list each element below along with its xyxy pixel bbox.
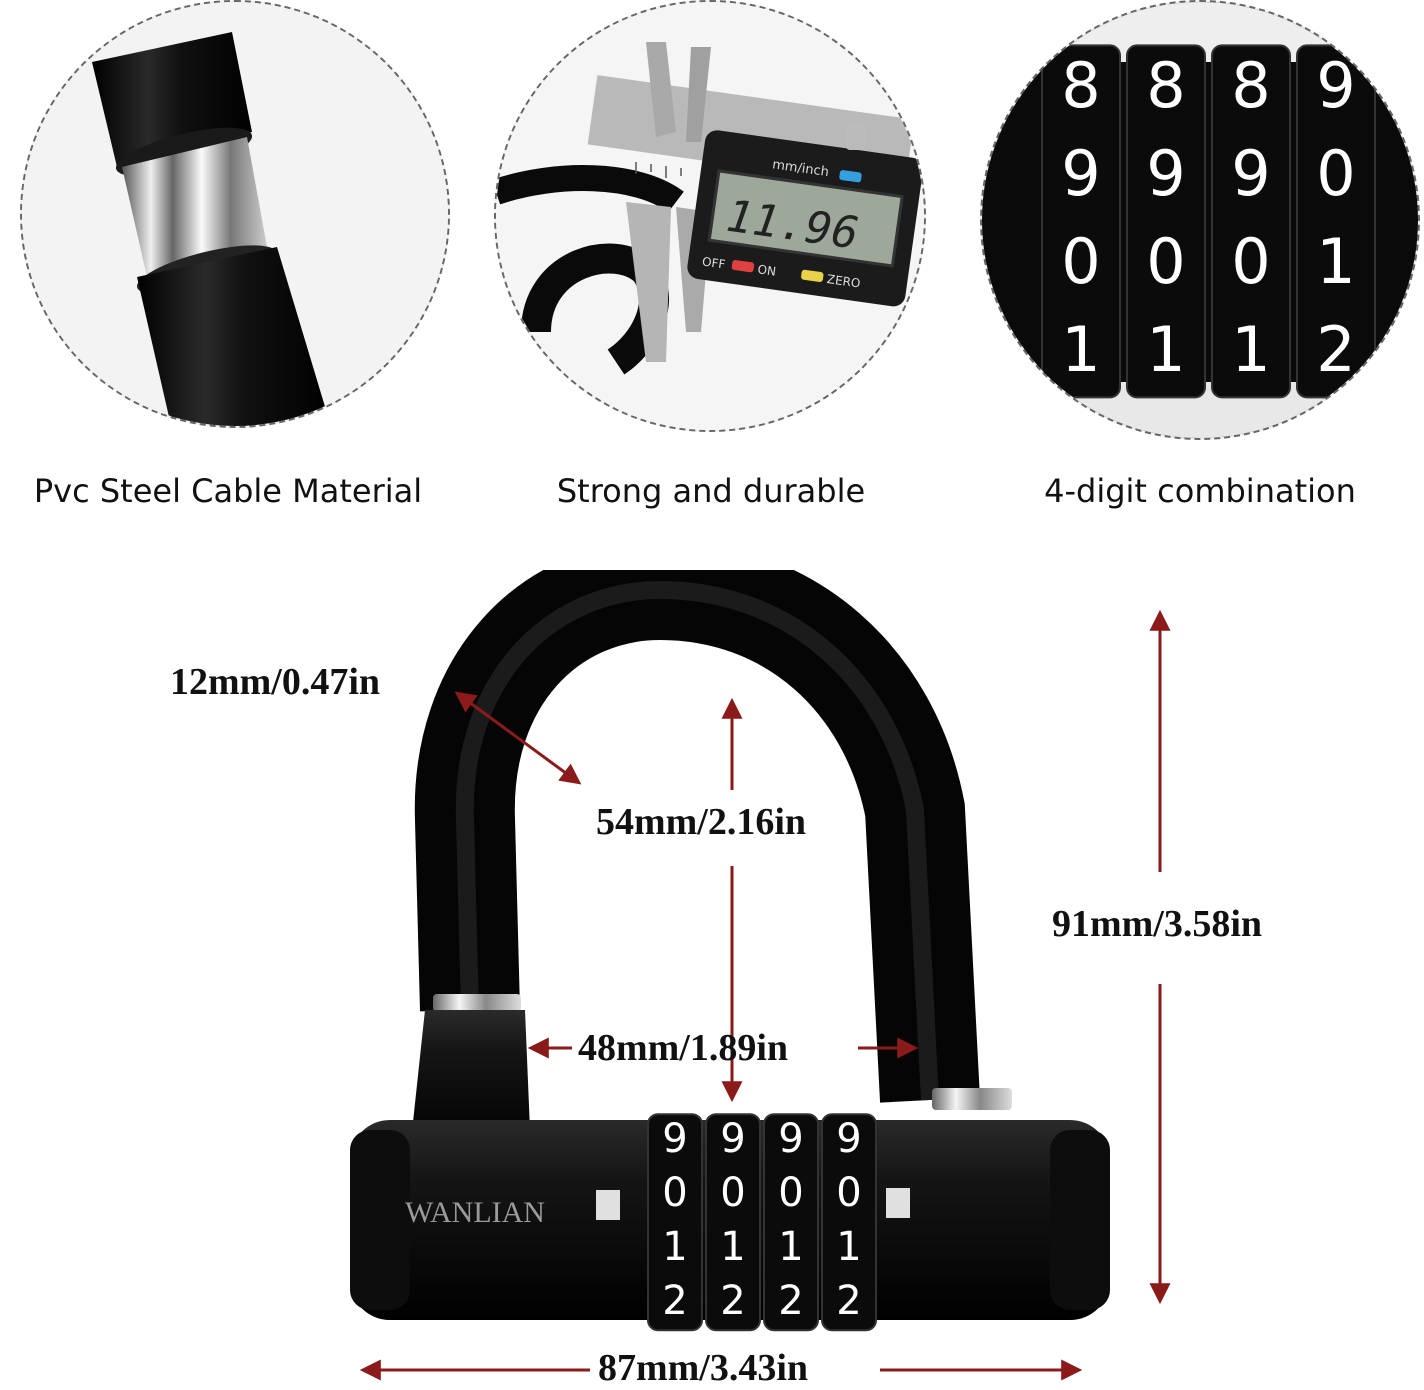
caliper-off-label: OFF: [701, 254, 726, 271]
dial-digit: 1: [1231, 313, 1270, 386]
dial-digit: 9: [778, 1116, 803, 1162]
dial-digit: 0: [1231, 225, 1270, 298]
dial-digit: 0: [662, 1170, 687, 1216]
caliper-zero-label: ZERO: [826, 272, 861, 291]
caliper-icon: mm/inch 11.96 OFF ON ZERO: [496, 2, 924, 430]
dial-digit: 9: [720, 1116, 745, 1162]
dial-digit: 2: [836, 1278, 861, 1324]
dial-digit: 9: [1231, 137, 1270, 210]
feature-caption-combination: 4-digit combination: [1044, 472, 1356, 510]
cable-closeup-icon: [22, 2, 448, 426]
dial-digit: 1: [662, 1224, 687, 1270]
dial-wheel[interactable]: [763, 1113, 819, 1332]
dial-wheel[interactable]: [821, 1113, 877, 1332]
dial-digit: 0: [1316, 137, 1355, 210]
dimension-shackle-diameter: 12mm/0.47in: [170, 661, 381, 703]
dial-digit: 1: [836, 1224, 861, 1270]
dial-digit: 8: [1061, 49, 1100, 122]
dial-digit: 0: [1061, 225, 1100, 298]
feature-image-caliper: mm/inch 11.96 OFF ON ZERO: [494, 0, 926, 432]
dial-digit: 9: [836, 1116, 861, 1162]
dial-wheel[interactable]: [1041, 44, 1121, 399]
dial-wheel[interactable]: [705, 1113, 761, 1332]
dimension-total-width: 87mm/3.43in: [598, 1347, 809, 1389]
dial-digit: 2: [662, 1278, 687, 1324]
dial-digit: 0: [778, 1170, 803, 1216]
dial-digit: 1: [720, 1224, 745, 1270]
dial-digit: 9: [1061, 137, 1100, 210]
dial-digit: 1: [1316, 225, 1355, 298]
dial-digit: 9: [1316, 49, 1355, 122]
feature-image-cable: [20, 0, 450, 428]
dial-digit: 1: [778, 1224, 803, 1270]
dial-digit: 0: [720, 1170, 745, 1216]
lock-brand: WANLIAN: [405, 1196, 545, 1229]
dial-digit: 1: [1146, 313, 1185, 386]
dial-digit: 2: [720, 1278, 745, 1324]
dial-digit: 1: [1061, 313, 1100, 386]
dial-digit: 2: [1316, 313, 1355, 386]
feature-caption-cable: Pvc Steel Cable Material: [33, 472, 423, 510]
feature-caption-durable: Strong and durable: [556, 472, 866, 510]
dimension-total-height: 91mm/3.58in: [1052, 903, 1263, 945]
dial-wheel[interactable]: [647, 1113, 703, 1332]
dial-digit: 2: [778, 1278, 803, 1324]
dial-wheel[interactable]: [1126, 44, 1206, 399]
dial-digit: 8: [1231, 49, 1270, 122]
dial-digit: 9: [1146, 137, 1185, 210]
dial-digit: 8: [1146, 49, 1185, 122]
dial-digit: 0: [1146, 225, 1185, 298]
dimension-inner-height: 54mm/2.16in: [596, 801, 807, 843]
caliper-on-label: ON: [757, 262, 777, 278]
dimension-inner-width: 48mm/1.89in: [578, 1027, 789, 1069]
dial-wheel[interactable]: [1211, 44, 1291, 399]
dial-digit: 9: [662, 1116, 687, 1162]
dial-digit: 0: [836, 1170, 861, 1216]
